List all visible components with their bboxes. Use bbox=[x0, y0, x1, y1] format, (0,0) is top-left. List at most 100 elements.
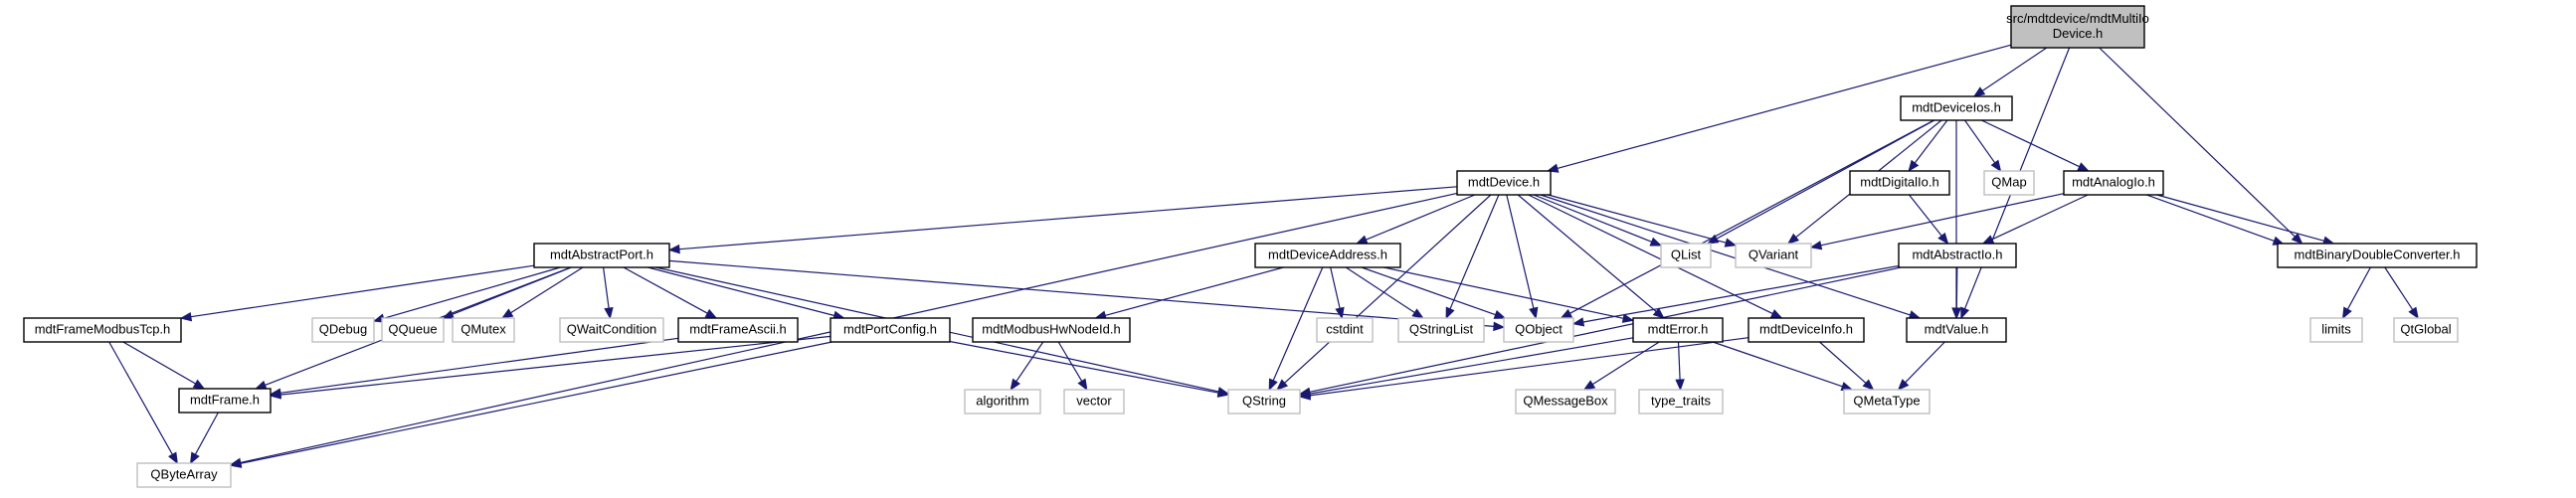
edge-line bbox=[1712, 341, 1843, 388]
edge-mdterror-to-qstring bbox=[1298, 337, 1634, 399]
node-label: QWaitCondition bbox=[567, 322, 657, 337]
node-label: limits bbox=[2321, 322, 2351, 337]
node-box bbox=[1906, 317, 2007, 343]
node-mdtframe[interactable]: mdtFrame.h bbox=[178, 388, 272, 414]
node-box bbox=[2010, 5, 2145, 49]
node-qvariant: QVariant bbox=[1735, 243, 1812, 268]
node-qbytearray: QByteArray bbox=[136, 462, 232, 488]
edge-line bbox=[194, 412, 219, 455]
edge-arrowhead bbox=[1411, 308, 1424, 319]
node-box bbox=[829, 317, 951, 343]
node-label: mdtAnalogIo.h bbox=[2072, 175, 2155, 190]
edge-line bbox=[1557, 44, 2012, 169]
edge-arrowhead bbox=[1972, 86, 1986, 97]
node-label: QList bbox=[1671, 248, 1702, 262]
node-box bbox=[964, 389, 1041, 415]
edge-line bbox=[1955, 266, 1958, 309]
node-qmetatype: QMetaType bbox=[1843, 389, 1931, 415]
node-mdtportconfig[interactable]: mdtPortConfig.h bbox=[829, 317, 951, 343]
edge-mdtbinarydoubleconverter-to-qtglobal bbox=[2384, 266, 2419, 320]
node-label: QMap bbox=[1991, 175, 2026, 190]
node-label: QStringList bbox=[1409, 322, 1474, 337]
edge-mdtabstractio-to-qobject bbox=[1571, 264, 1900, 327]
node-label: type_traits bbox=[1651, 394, 1711, 409]
edge-mdtabstractio-to-mdtvalue bbox=[1951, 266, 1962, 320]
edge-mdtdevice-to-mdtdeviceinfo bbox=[1528, 194, 1783, 319]
node-mdtvalue[interactable]: mdtValue.h bbox=[1906, 317, 2007, 343]
node-mdtdeviceios[interactable]: mdtDeviceIos.h bbox=[1900, 95, 2013, 121]
edge-line bbox=[1272, 266, 1324, 382]
node-qmap: QMap bbox=[1983, 170, 2035, 196]
edge-arrowhead bbox=[1560, 308, 1573, 319]
edge-arrowhead bbox=[1493, 310, 1507, 319]
edge-line bbox=[1309, 337, 1634, 395]
edge-arrowhead bbox=[1493, 321, 1506, 332]
node-mdtabstractio[interactable]: mdtAbstractIo.h bbox=[1898, 243, 2017, 268]
node-mdtframeascii[interactable]: mdtFrameAscii.h bbox=[677, 317, 799, 343]
node-algorithm: algorithm bbox=[964, 389, 1041, 415]
edge-arrowhead bbox=[1990, 159, 2002, 173]
node-qwaitcondition: QWaitCondition bbox=[559, 317, 664, 343]
edge-arrowhead bbox=[2077, 162, 2090, 172]
edge-mdtabstractport-to-mdtportconfig bbox=[647, 266, 845, 320]
node-label: algorithm bbox=[976, 394, 1028, 409]
node-mdterror[interactable]: mdtError.h bbox=[1632, 317, 1724, 343]
node-label: mdtFrameModbusTcp.h bbox=[35, 322, 171, 337]
node-box bbox=[972, 317, 1131, 343]
node-label: mdtAbstractPort.h bbox=[550, 248, 653, 262]
node-mdtdeviceinfo[interactable]: mdtDeviceInfo.h bbox=[1748, 317, 1865, 343]
node-mdtframemodbustcp[interactable]: mdtFrameModbusTcp.h bbox=[23, 317, 182, 343]
node-box bbox=[178, 388, 272, 414]
edge-line bbox=[1345, 266, 1415, 314]
node-qdebug: QDebug bbox=[311, 317, 375, 343]
edge-arrowhead bbox=[1675, 379, 1685, 392]
node-label: QQueue bbox=[388, 322, 437, 337]
node-label: QDebug bbox=[319, 322, 367, 337]
edge-mdtabstractport-to-qmutex bbox=[500, 266, 584, 319]
node-label: src/mdtdevice/mdtMultiIo bbox=[2006, 11, 2149, 26]
node-mdtdeviceaddress[interactable]: mdtDeviceAddress.h bbox=[1254, 243, 1401, 268]
edge-mdtdeviceinfo-to-qstring bbox=[1298, 337, 1749, 401]
node-mdtdevice[interactable]: mdtDevice.h bbox=[1456, 170, 1552, 196]
edge-root-to-mdtdeviceios bbox=[1972, 47, 2048, 97]
node-box bbox=[1063, 389, 1125, 415]
edge-mdtdevice-to-qvariant bbox=[1548, 194, 1738, 248]
edge-arrowhead bbox=[1571, 317, 1585, 327]
edge-line bbox=[1517, 194, 1657, 312]
edge-mdtanalogio-to-memory bbox=[2145, 194, 2286, 246]
edge-arrowhead bbox=[179, 311, 193, 322]
edge-line bbox=[1914, 119, 1948, 164]
edge-line bbox=[240, 341, 832, 464]
edge-line bbox=[1309, 266, 1902, 393]
edge-line bbox=[1591, 341, 1660, 386]
edge-line bbox=[279, 335, 831, 396]
node-mdtanalogio[interactable]: mdtAnalogIo.h bbox=[2063, 170, 2164, 196]
edge-arrowhead bbox=[1010, 378, 1020, 392]
edge-line bbox=[1533, 194, 1652, 243]
edge-arrowhead bbox=[1960, 306, 1970, 320]
edge-line bbox=[603, 266, 610, 309]
edge-line bbox=[1905, 341, 1945, 384]
edge-arrowhead bbox=[1951, 307, 1962, 320]
edge-line bbox=[1330, 266, 1341, 309]
node-mdtabstractport[interactable]: mdtAbstractPort.h bbox=[533, 243, 670, 268]
node-box bbox=[1900, 95, 2013, 121]
node-mdtmodbushwnodeid[interactable]: mdtModbusHwNodeId.h bbox=[972, 317, 1131, 343]
node-box bbox=[1227, 389, 1301, 415]
node-mdtbinarydoubleconverter[interactable]: mdtBinaryDoubleConverter.h bbox=[2277, 243, 2478, 268]
edge-line bbox=[122, 341, 196, 385]
edge-line bbox=[1569, 119, 1934, 314]
node-box bbox=[1849, 170, 1950, 196]
edge-arrowhead bbox=[1582, 380, 1596, 391]
edge-mdtabstractport-to-qobject bbox=[668, 259, 1506, 332]
edge-line bbox=[2145, 194, 2275, 242]
node-mdtdigitalio[interactable]: mdtDigitalIo.h bbox=[1849, 170, 1950, 196]
node-label: QMessageBox bbox=[1523, 394, 1608, 409]
edge-arrowhead bbox=[667, 244, 680, 254]
edge-arrowhead bbox=[1268, 378, 1278, 392]
node-qobject: QObject bbox=[1503, 317, 1574, 343]
edge-mdtdeviceaddress-to-qobject bbox=[1361, 266, 1507, 319]
edge-line bbox=[2156, 194, 2324, 242]
